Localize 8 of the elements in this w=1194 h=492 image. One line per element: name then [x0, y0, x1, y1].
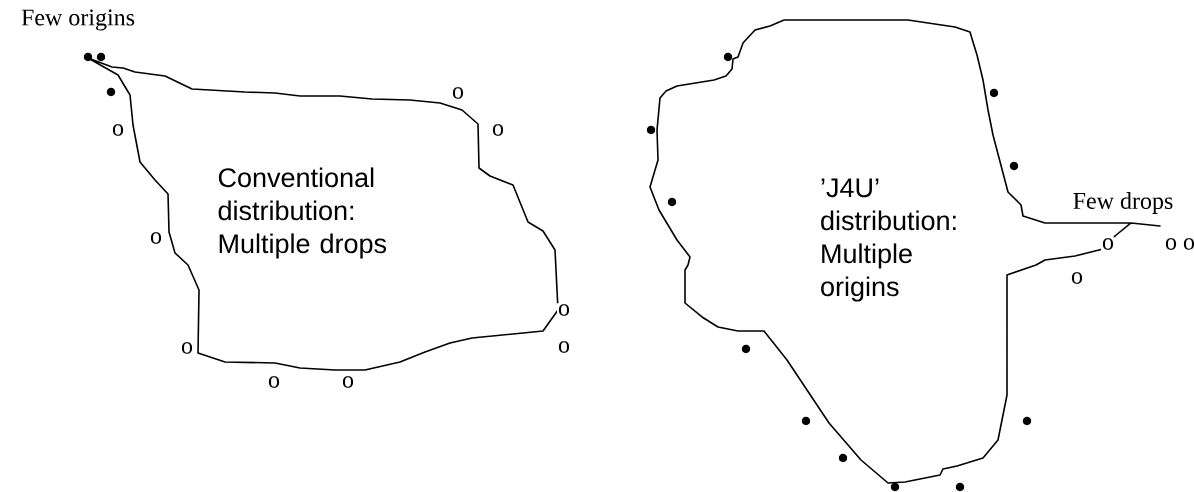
- text-label: o: [149, 231, 163, 245]
- text-label: o: [491, 123, 505, 137]
- text-label: o: [180, 341, 194, 355]
- text-label: o: [451, 86, 465, 100]
- text-label: Few origins: [20, 8, 136, 32]
- text-label: o: [1070, 271, 1084, 285]
- text-label: o: [111, 123, 125, 137]
- text-label: o: [1101, 237, 1115, 251]
